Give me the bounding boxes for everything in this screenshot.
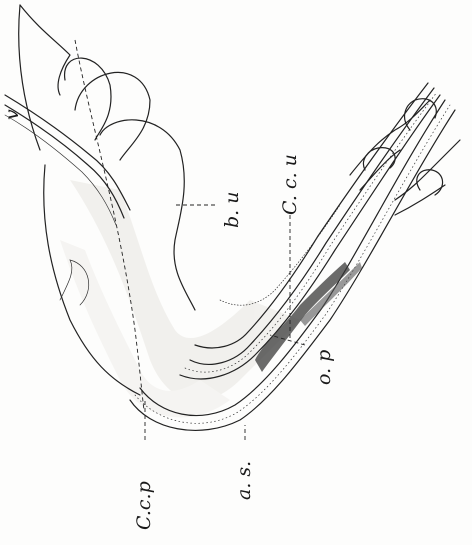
upper-right-branches [350,99,460,215]
label-C-c-u: C. c. u [279,154,301,215]
label-v: v [1,109,23,120]
label-C-c-p: C.c.p [133,481,155,530]
label-a-s: a. s. [233,461,255,500]
label-b-u: b. u [221,192,243,228]
label-o-p: o. p [313,350,335,385]
